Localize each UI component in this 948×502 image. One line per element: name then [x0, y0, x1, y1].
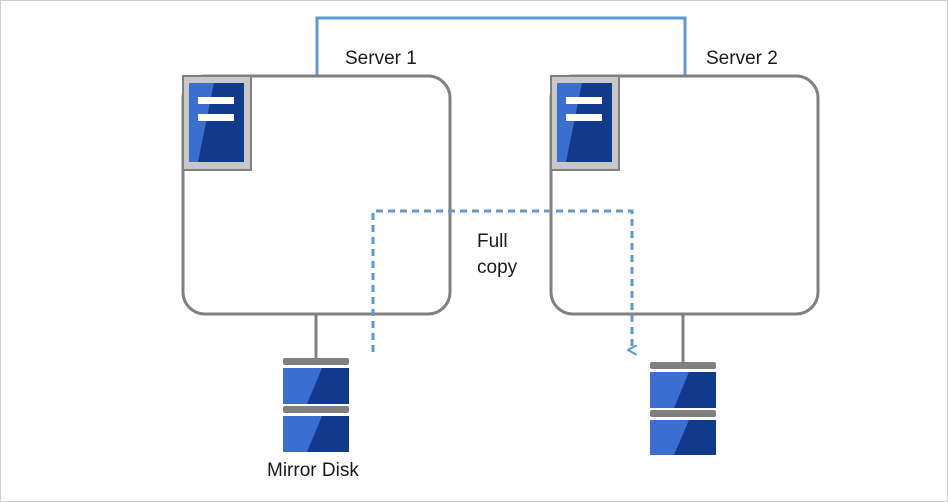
- full-copy-arrow: [371, 209, 632, 352]
- network-line: [315, 16, 687, 76]
- server-1: Server 1: [181, 48, 452, 316]
- server-2: Server 2: [549, 48, 820, 316]
- full-copy-label: Full copy: [477, 231, 518, 278]
- server-icon: [557, 83, 612, 162]
- server-icon: [189, 83, 244, 162]
- mirror-disk-label: Mirror Disk: [267, 460, 359, 481]
- server-2-label: Server 2: [706, 48, 778, 69]
- disk-1-icon: [283, 358, 349, 452]
- disk-2-icon: [650, 362, 716, 455]
- full-copy-label-line2: copy: [477, 257, 518, 278]
- full-copy-label-line1: Full: [477, 231, 508, 252]
- server-1-label: Server 1: [345, 48, 417, 69]
